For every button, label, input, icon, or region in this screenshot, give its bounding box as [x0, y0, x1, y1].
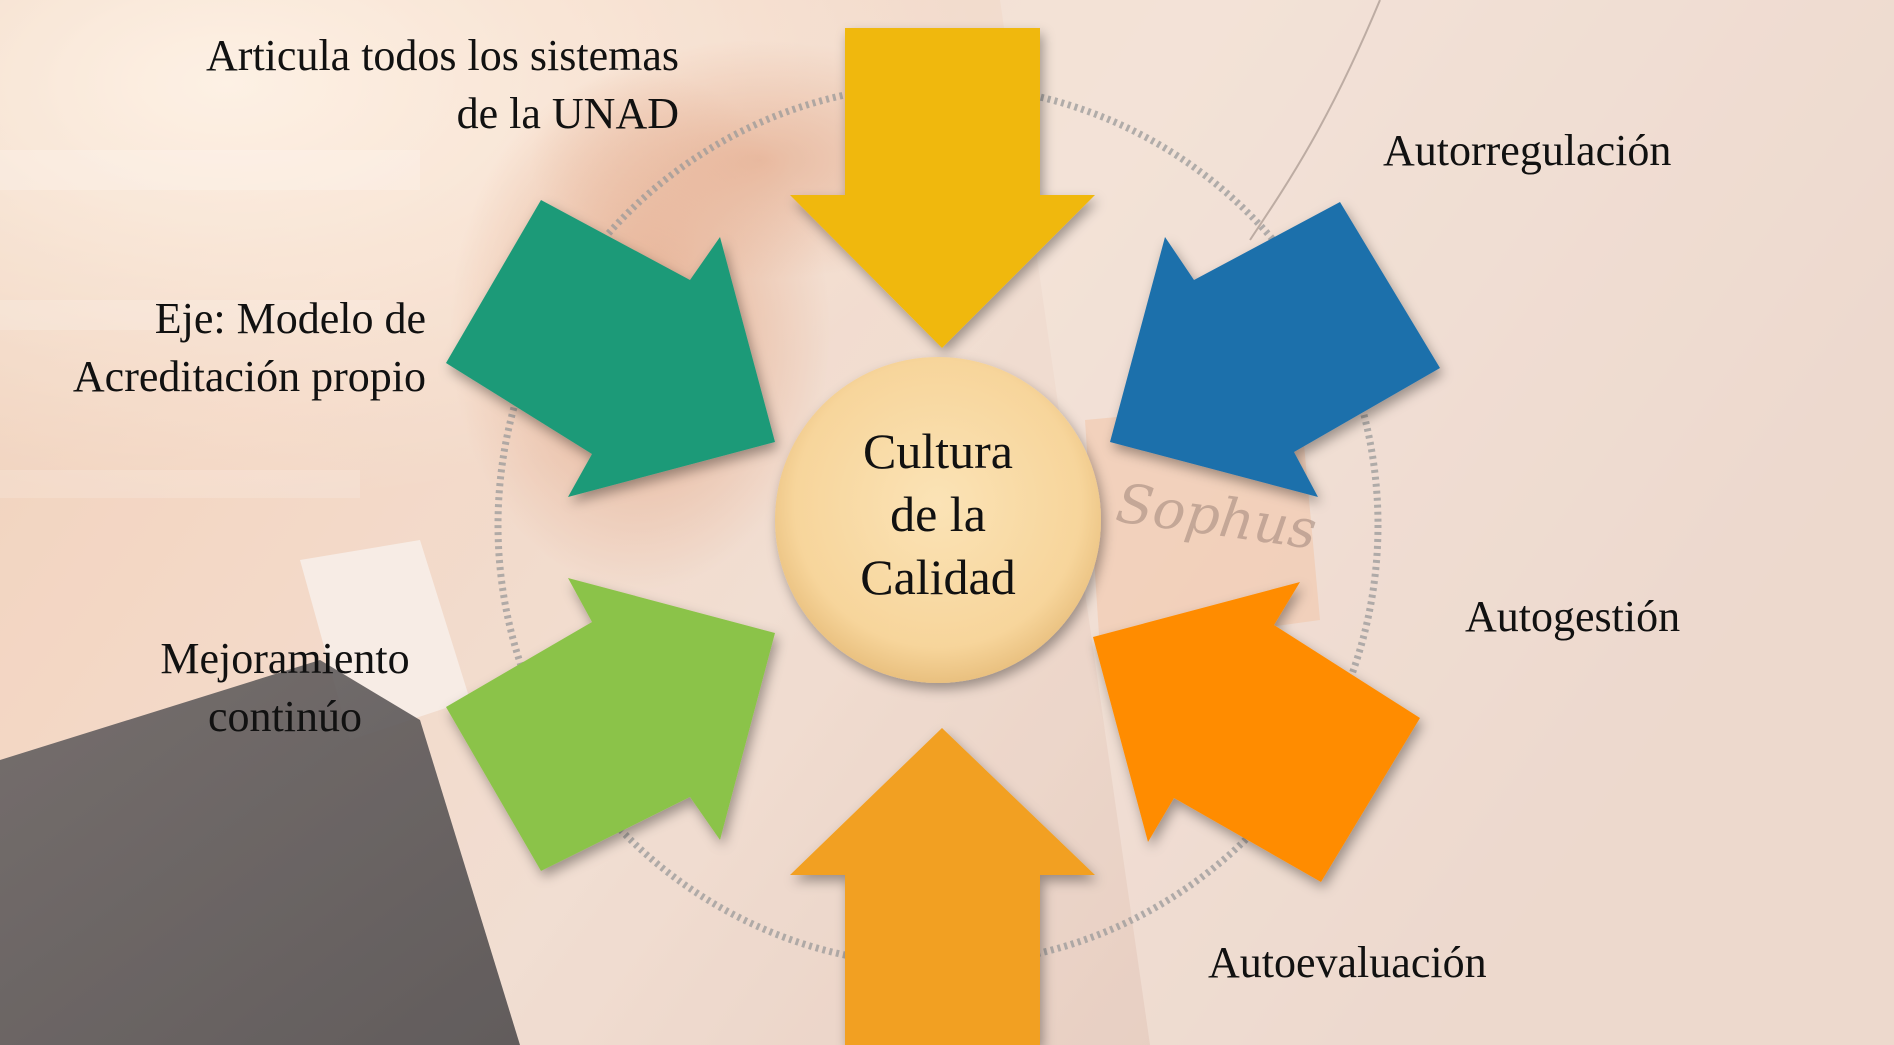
arrow-upper-right: [1110, 202, 1440, 497]
center-line-3: Calidad: [773, 546, 1103, 609]
arrow-lower-left: [446, 578, 775, 871]
arrow-bottom: [790, 728, 1095, 1045]
arrow-lower-right: [1093, 582, 1420, 882]
center-line-1: Cultura: [773, 420, 1103, 483]
label-mejoramiento-line-2: continúo: [130, 688, 440, 746]
label-mejoramiento: Mejoramiento continúo: [130, 630, 440, 746]
label-articula: Articula todos los sistemas de la UNAD: [206, 27, 679, 143]
label-autorregulacion: Autorregulación: [1383, 122, 1671, 180]
label-mejoramiento-line-1: Mejoramiento: [130, 630, 440, 688]
arrow-top: [790, 28, 1095, 348]
center-line-2: de la: [773, 483, 1103, 546]
center-label: Cultura de la Calidad: [773, 420, 1103, 609]
label-modelo-line-1: Eje: Modelo de: [73, 290, 426, 348]
label-articula-line-1: Articula todos los sistemas: [206, 27, 679, 85]
arrow-upper-left: [446, 200, 775, 497]
label-articula-line-2: de la UNAD: [206, 85, 679, 143]
label-modelo-acreditacion: Eje: Modelo de Acreditación propio: [73, 290, 426, 406]
label-autogestion: Autogestión: [1465, 588, 1680, 646]
label-autoevaluacion: Autoevaluación: [1208, 934, 1487, 992]
label-modelo-line-2: Acreditación propio: [73, 348, 426, 406]
